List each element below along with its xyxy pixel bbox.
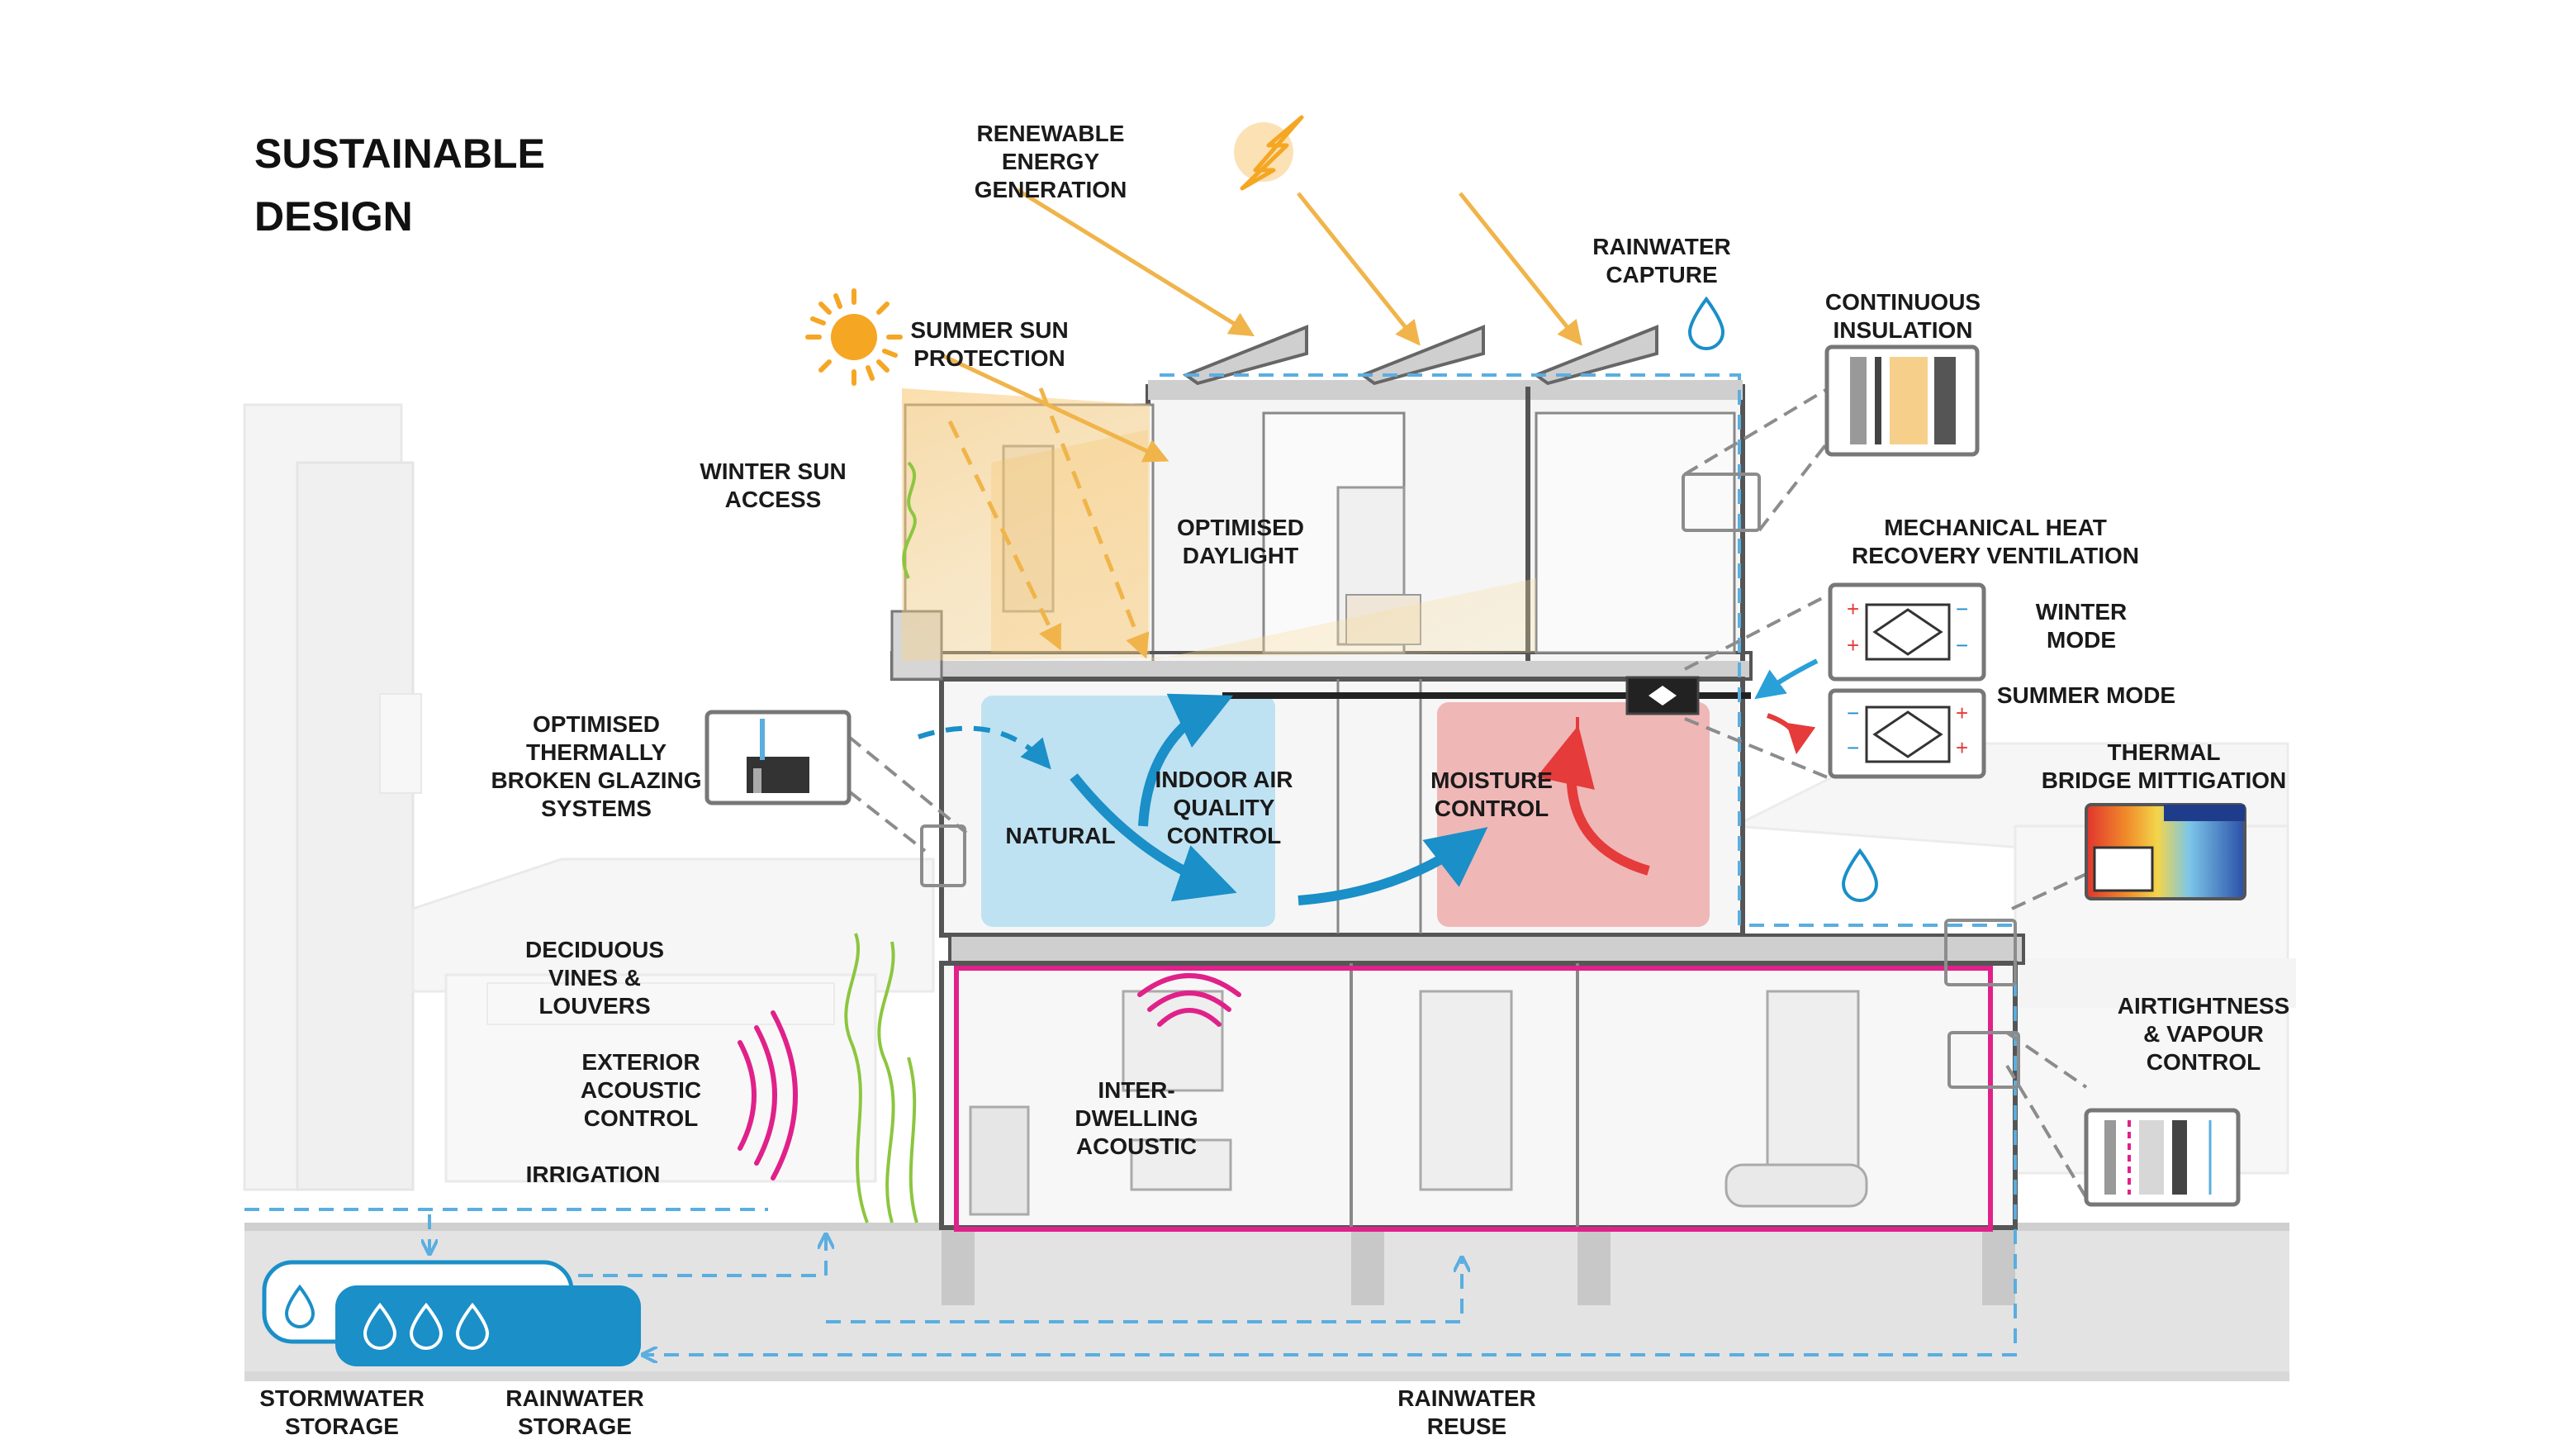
- title-line-1: SUSTAINABLE: [254, 131, 545, 177]
- svg-text:+: +: [1956, 735, 1968, 760]
- svg-text:+: +: [1956, 701, 1968, 725]
- water-drop-icon: [1687, 296, 1725, 350]
- thermal-bridge-label: THERMAL BRIDGE MITTIGATION: [2041, 739, 2287, 793]
- rainwater-storage-label: RAINWATER STORAGE: [505, 1385, 644, 1439]
- title-line-2: DESIGN: [254, 193, 413, 240]
- svg-text:+: +: [1847, 596, 1859, 621]
- winter-sun-zone: [991, 430, 1148, 653]
- exterior-acoustic-label: EXTERIOR ACOUSTIC CONTROL: [580, 1049, 702, 1131]
- svg-text:−: −: [1847, 735, 1859, 760]
- air-flow-arrows: [918, 658, 1819, 905]
- svg-text:+: +: [1847, 633, 1859, 658]
- airtightness-label: AIRTIGHTNESS & VAPOUR CONTROL: [2117, 993, 2290, 1075]
- sun-icon: [805, 288, 903, 386]
- sun-access-arrows: [940, 353, 1169, 659]
- summer-sun-protection-label: SUMMER SUN PROTECTION: [910, 317, 1069, 371]
- mhrv-label: MECHANICAL HEAT RECOVERY VENTILATION: [1852, 515, 2139, 568]
- airtightness-detail-box: [2084, 1108, 2241, 1207]
- callout-anchor-boxes: [920, 473, 2020, 1089]
- irrigation-label: IRRIGATION: [525, 1162, 661, 1187]
- continuous-insulation-label: CONTINUOUS INSULATION: [1824, 289, 1981, 343]
- sound-wave-icon: [738, 973, 1241, 1181]
- stormwater-storage-label: STORMWATER STORAGE: [259, 1385, 425, 1439]
- optimised-daylight-label: OPTIMISED DAYLIGHT: [1176, 515, 1305, 568]
- summer-sun-zone: [902, 388, 1536, 661]
- svg-text:−: −: [1956, 633, 1968, 658]
- glazing-detail-box: [704, 710, 852, 805]
- heat-exchanger-icon: + + − −: [1828, 582, 1986, 682]
- rainwater-capture-label: RAINWATER CAPTURE: [1592, 234, 1731, 287]
- renewable-energy-arrows: [1016, 188, 1582, 346]
- deciduous-vines: [844, 461, 918, 1223]
- diagram-title: SUSTAINABLE DESIGN: [254, 122, 545, 248]
- moisture-control-label: MOISTURE CONTROL: [1430, 767, 1553, 821]
- heat-exchanger-icon: − − + +: [1828, 688, 1986, 779]
- indoor-air-quality-label: INDOOR AIR QUALITY CONTROL: [1155, 767, 1293, 848]
- lightning-icon: [1234, 115, 1304, 191]
- mhrv-duct: [1222, 676, 1751, 735]
- glazing-systems-label: OPTIMISED THERMALLY BROKEN GLAZING SYSTE…: [491, 711, 702, 821]
- inter-dwelling-acoustic-outline: [954, 966, 1993, 1232]
- rainwater-storage-tank: [335, 1285, 641, 1366]
- thermal-bridge-detail-box: [2085, 803, 2246, 900]
- svg-text:−: −: [1956, 596, 1968, 621]
- winter-mode-label: WINTER MODE: [2035, 599, 2128, 653]
- solar-panels: [1182, 325, 1658, 386]
- rainwater-reuse-label: RAINWATER REUSE: [1397, 1385, 1536, 1439]
- inter-dwelling-acoustic-label: INTER- DWELLING ACOUSTIC: [1075, 1077, 1198, 1159]
- insulation-detail-box: [1824, 344, 1980, 457]
- natural-ventilation-label: NATURAL: [1005, 823, 1116, 848]
- summer-mode-label: SUMMER MODE: [1996, 682, 2176, 708]
- rainwater-dashed-pipes: [244, 373, 2017, 1355]
- deciduous-vines-label: DECIDUOUS VINES & LOUVERS: [524, 937, 665, 1019]
- svg-text:−: −: [1847, 701, 1859, 725]
- water-drop-icon: [1841, 848, 1879, 902]
- callout-lines: [847, 387, 2088, 1200]
- renewable-energy-label: RENEWABLE ENERGY GENERATION: [974, 121, 1127, 202]
- winter-sun-access-label: WINTER SUN ACCESS: [700, 458, 847, 512]
